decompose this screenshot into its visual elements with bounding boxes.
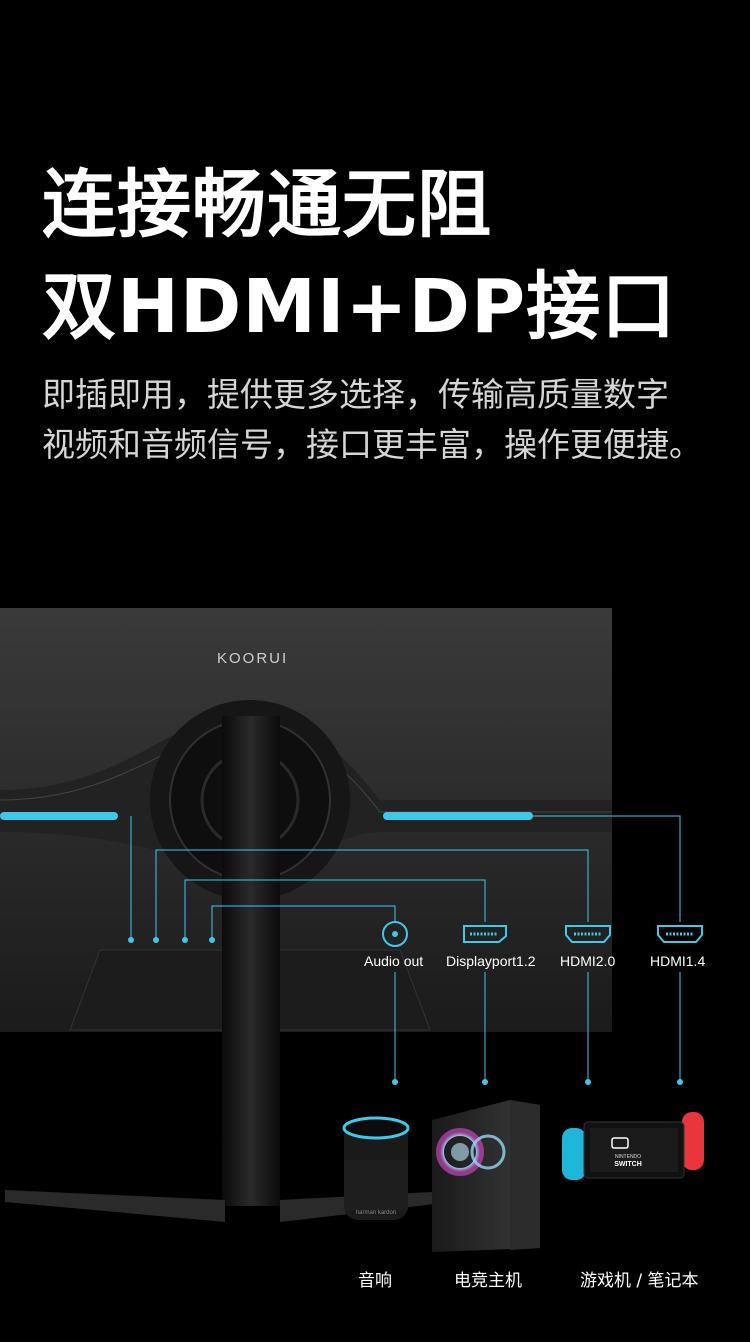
port-label-hdmi20: HDMI2.0 xyxy=(560,953,616,969)
headline-line-1: 连接畅通无阻 xyxy=(42,162,492,248)
description-line-2: 视频和音频信号，接口更丰富，操作更便捷。 xyxy=(42,425,702,464)
device-label-console: 游戏机 / 笔记本 xyxy=(580,1271,699,1291)
headline-line-2: 双HDMI+DP接口 xyxy=(42,264,677,350)
description-line-1: 即插即用，提供更多选择，传输高质量数字 xyxy=(42,375,669,414)
stand-foot xyxy=(5,1190,225,1222)
stand-neck xyxy=(222,716,280,1206)
device-label-speaker: 音响 xyxy=(358,1271,392,1291)
right-light-strip xyxy=(383,812,533,820)
speaker-brand-text: harman kardon xyxy=(356,1210,396,1216)
port-label-audio-out: Audio out xyxy=(364,953,424,969)
speaker-icon: harman kardon xyxy=(342,1116,410,1220)
displayport-icon xyxy=(463,925,507,943)
port-label-hdmi14: HDMI1.4 xyxy=(650,953,706,969)
console-brand-text-2: SWITCH xyxy=(614,1161,642,1168)
left-light-strip xyxy=(0,812,118,820)
monitor-brand-logo: KOORUI xyxy=(217,650,289,667)
port-label-displayport: Displayport1.2 xyxy=(446,953,536,969)
monitor-scene: harman kardon NINTENDO SWITCH xyxy=(0,608,704,1252)
hdmi-icon xyxy=(565,925,611,943)
hdmi-icon xyxy=(657,925,703,943)
audio-jack-icon xyxy=(382,921,408,947)
game-console-icon: NINTENDO SWITCH xyxy=(562,1112,704,1180)
pc-tower-icon xyxy=(432,1100,540,1252)
device-label-pc: 电竞主机 xyxy=(454,1271,522,1291)
console-brand-text-1: NINTENDO xyxy=(615,1154,641,1160)
